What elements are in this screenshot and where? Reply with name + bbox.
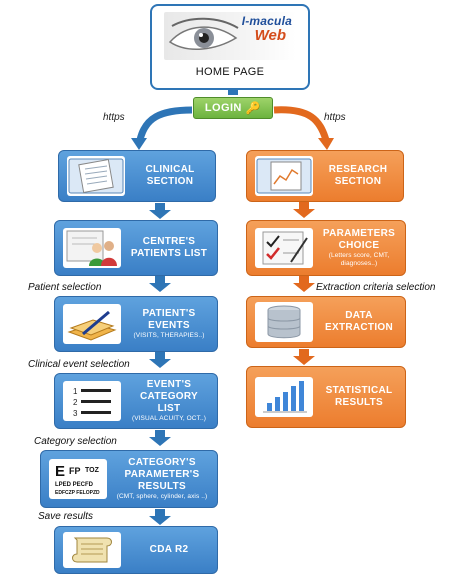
category-list-subtitle: (VISUAL ACUITY, OCT..) [131,415,207,422]
clipboard-document-icon [67,156,125,196]
parameters-choice-subtitle-2: diagnoses..) [340,260,378,267]
people-card-icon [63,228,121,268]
checklist-icon [255,228,313,268]
statistical-results-title-1: STATISTICAL [325,385,393,396]
svg-text:3: 3 [73,409,78,418]
bar-chart-icon [255,377,313,417]
numbered-list-icon: 1 2 3 [63,381,121,421]
data-extraction-title-1: DATA [345,310,373,321]
category-list-box[interactable]: 1 2 3 EVENT'S CATEGORY LIST (VISUAL ACUI… [54,373,218,429]
data-extraction-title-2: EXTRACTION [325,322,393,333]
parameters-choice-subtitle-1: (Letters score, CMT, [328,252,390,259]
research-section-title-2: SECTION [334,176,382,187]
patients-list-title-2: PATIENTS LIST [130,248,208,259]
svg-text:EDFCZP FELOPZD: EDFCZP FELOPZD [55,490,100,496]
svg-text:LPED PECFD: LPED PECFD [55,482,94,488]
parameter-results-title-1: CATEGORY'S [128,457,196,468]
arrow-login-to-clinical [136,106,193,141]
clinical-section-title-2: SECTION [146,176,194,187]
arrow-clinical-4 [149,430,171,446]
svg-text:FP: FP [69,466,81,476]
patient-selection-label: Patient selection [28,282,102,293]
svg-text:2: 2 [73,398,78,407]
eye-icon [168,17,239,50]
folders-pen-icon [63,304,121,344]
parameters-choice-title-1: PARAMETERS [322,228,396,239]
category-selection-label: Category selection [34,436,117,447]
arrow-research-1 [293,202,315,218]
research-section-box[interactable]: RESEARCH SECTION [246,150,404,202]
parameters-choice-title-2: CHOICE [338,240,380,251]
i-macula-web-logo: I-macula Web [164,12,296,60]
arrow-clinical-1 [149,203,171,219]
arrow-clinical-2 [149,276,171,292]
research-section-title-1: RESEARCH [328,164,388,175]
svg-text:E: E [55,463,65,480]
eye-chart-icon: E FP TOZ LPED PECFD EDFCZP FELOPZD [49,459,107,499]
parameter-results-title-2: PARAMETER'S RESULTS [124,469,200,492]
extraction-criteria-selection-label: Extraction criteria selection [316,282,436,293]
database-icon [255,302,313,342]
events-subtitle: (VISITS, THERAPIES..) [133,332,205,339]
logo-title: I-macula [241,14,292,28]
chart-document-icon [255,156,313,196]
clinical-event-selection-label: Clinical event selection [28,359,130,370]
arrow-clinical-5 [149,509,171,525]
patients-list-title-1: CENTRE'S [142,236,196,247]
login-button[interactable]: LOGIN 🔑 [193,97,273,119]
home-page-label: HOME PAGE [195,66,265,78]
statistical-results-title-2: RESULTS [334,397,384,408]
key-icon: 🔑 [245,101,262,115]
https-label-left: https [103,112,125,123]
scroll-icon [63,532,121,568]
parameter-results-subtitle: (CMT, sphere, cylinder, axis ..) [116,493,208,500]
events-title-2: EVENTS [148,320,190,331]
arrow-research-2 [293,276,315,292]
arrow-login-to-research [273,106,330,142]
category-list-title-1: EVENT'S CATEGORY [140,379,198,402]
events-title-1: PATIENT'S [142,308,196,319]
cda-box[interactable]: CDA R2 [54,526,218,574]
logo-subtitle: Web [254,27,286,44]
https-label-right: https [324,112,346,123]
svg-text:1: 1 [73,387,78,396]
arrow-home-to-login [228,89,238,95]
statistical-results-box[interactable]: STATISTICAL RESULTS [246,366,406,428]
login-label: LOGIN [204,102,242,114]
patient-events-box[interactable]: PATIENT'S EVENTS (VISITS, THERAPIES..) [54,296,218,352]
cda-label: CDA R2 [149,544,189,555]
arrow-clinical-3 [149,352,171,368]
home-page-card[interactable]: I-macula Web HOME PAGE [150,4,310,90]
save-results-label: Save results [38,511,94,522]
patients-list-box[interactable]: CENTRE'S PATIENTS LIST [54,220,218,276]
svg-text:TOZ: TOZ [85,467,100,474]
parameters-choice-box[interactable]: PARAMETERS CHOICE (Letters score, CMT, d… [246,220,406,276]
parameter-results-box[interactable]: E FP TOZ LPED PECFD EDFCZP FELOPZD CATEG… [40,450,218,508]
clinical-section-box[interactable]: CLINICAL SECTION [58,150,216,202]
data-extraction-box[interactable]: DATA EXTRACTION [246,296,406,348]
arrow-research-3 [293,349,315,365]
clinical-section-title-1: CLINICAL [145,164,195,175]
category-list-title-2: LIST [157,403,181,414]
